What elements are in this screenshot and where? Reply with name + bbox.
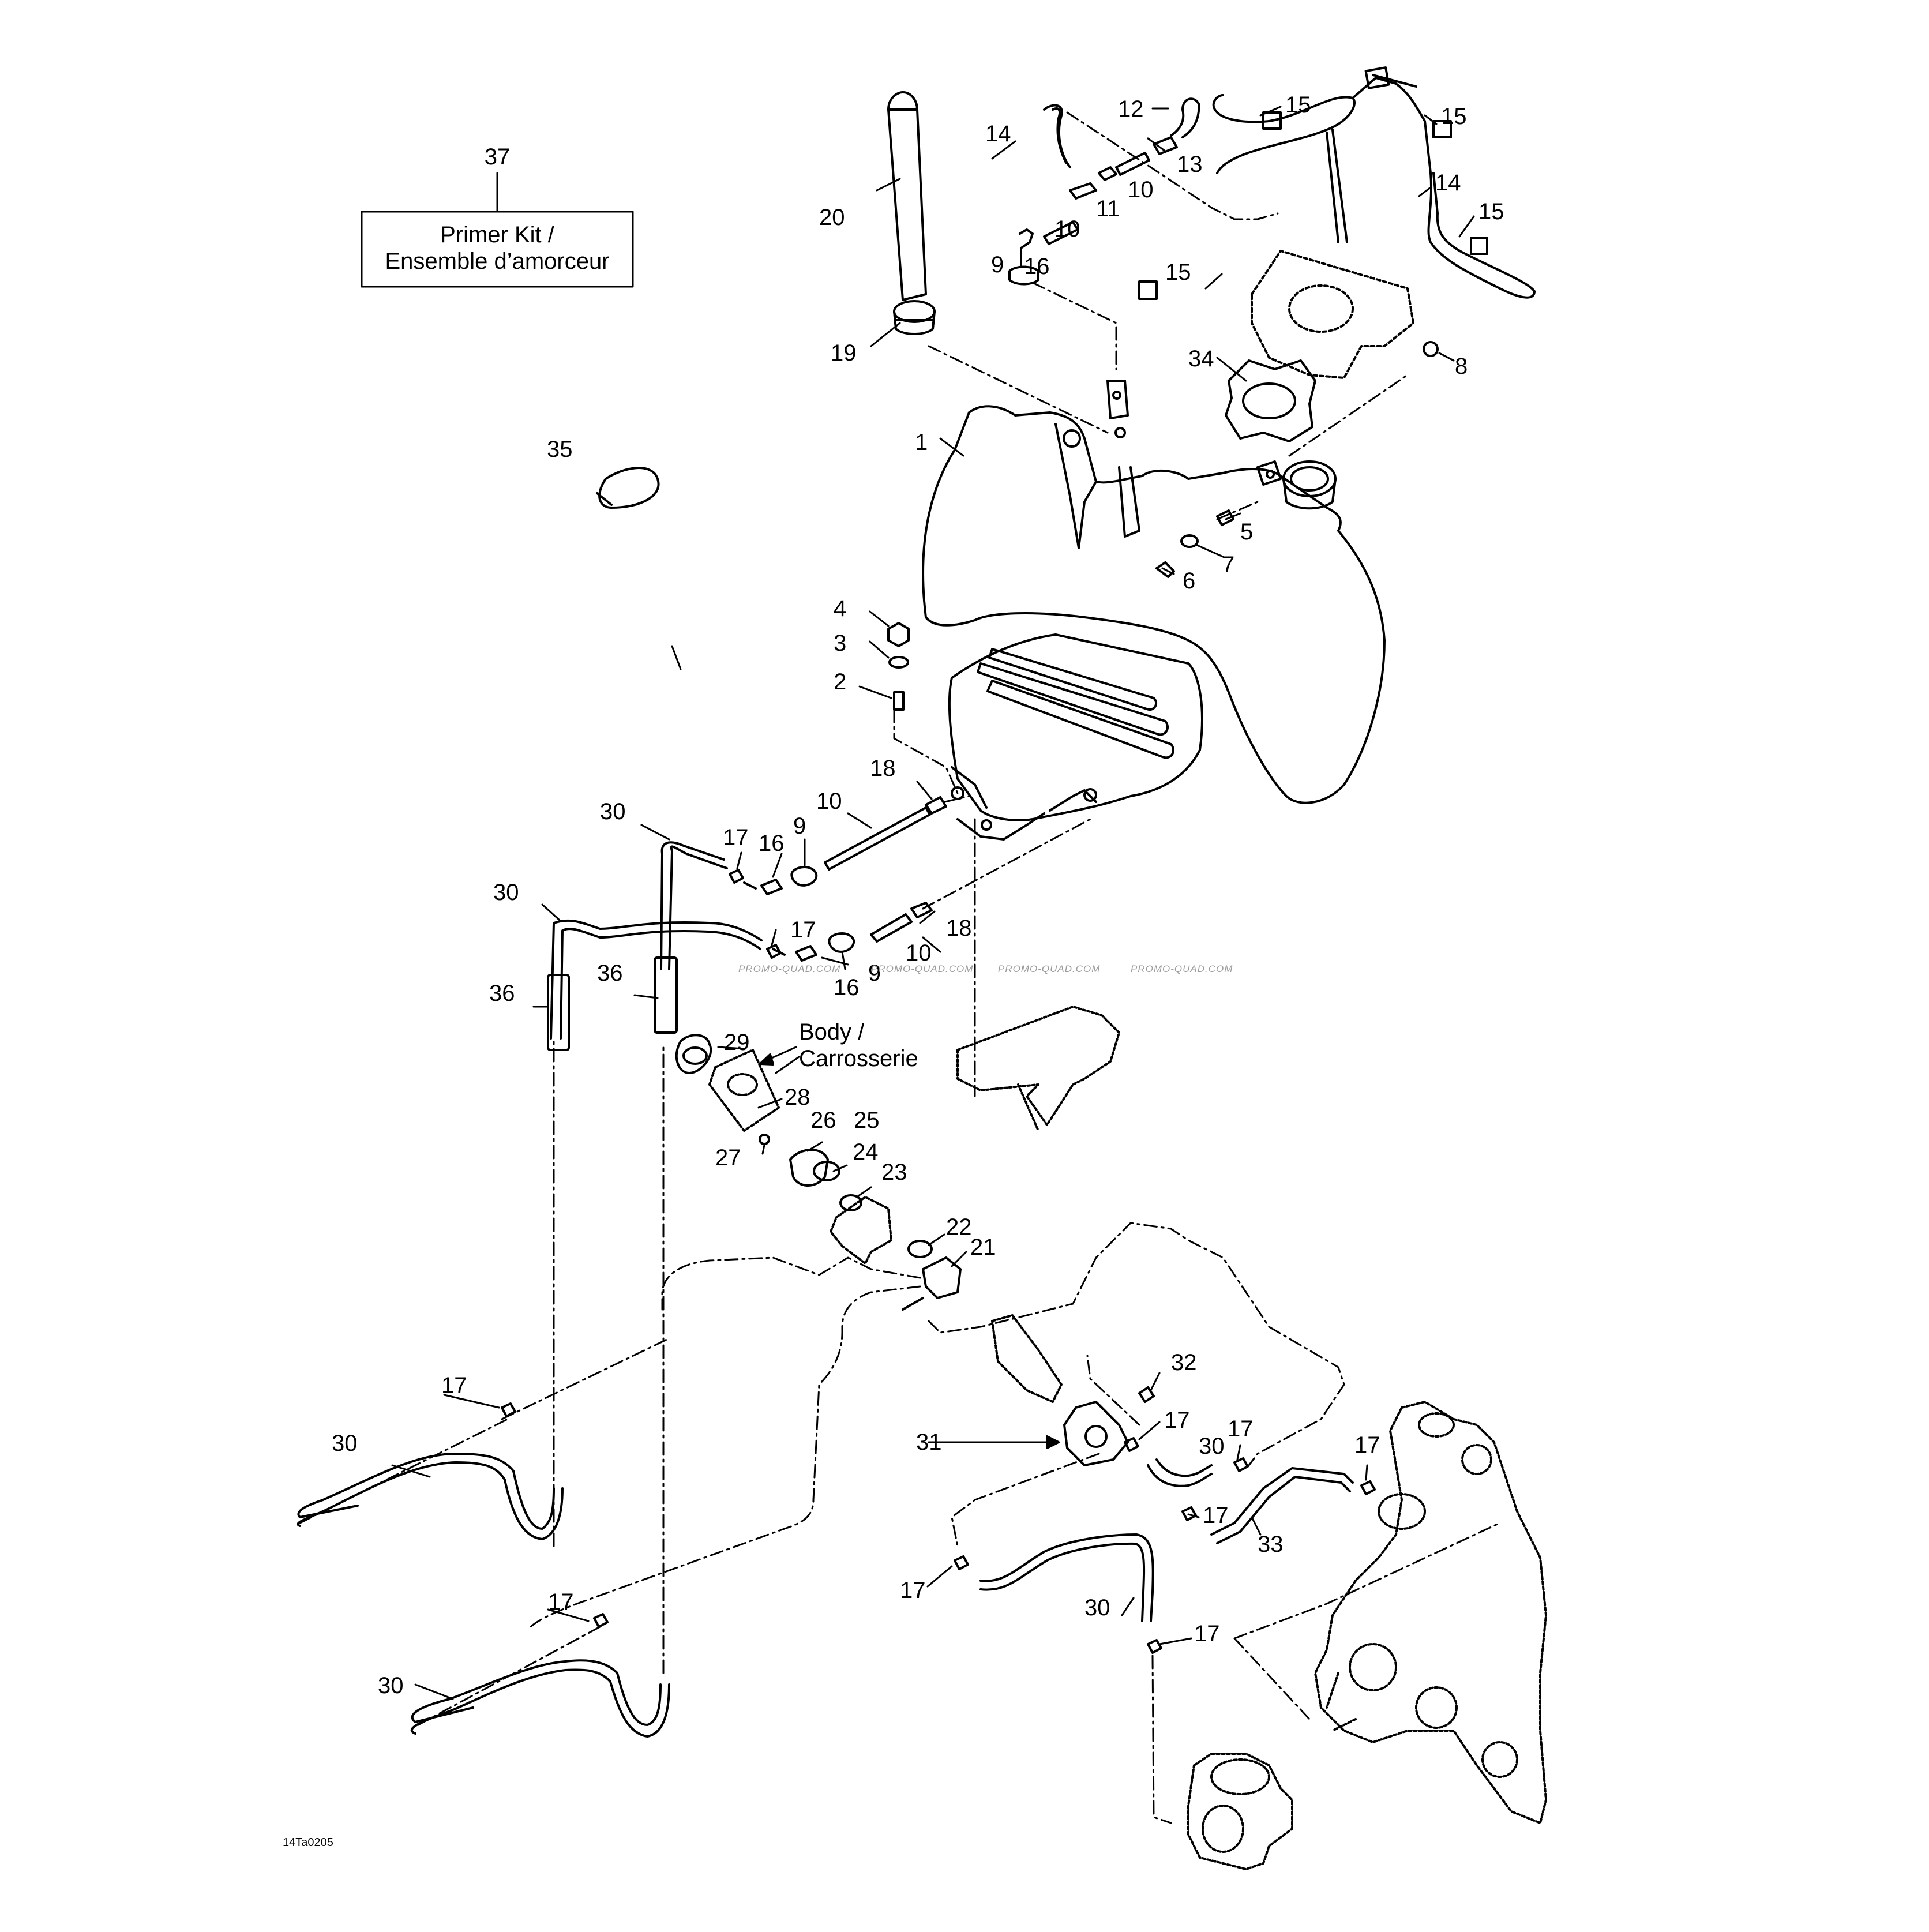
label-17-g: 17 bbox=[1354, 1432, 1380, 1458]
label-10-mid-a: 10 bbox=[816, 789, 842, 814]
primer-components bbox=[675, 1034, 962, 1311]
label-7: 7 bbox=[1222, 552, 1234, 577]
fuel-tank bbox=[922, 380, 1386, 841]
watermarks: PROMO-QUAD.COM PROMO-QUAD.COM PROMO-QUAD… bbox=[738, 963, 1233, 974]
label-30-e: 30 bbox=[1199, 1434, 1225, 1459]
top-connectors bbox=[1008, 97, 1200, 286]
pump-pointer-arrow bbox=[1046, 1435, 1060, 1449]
label-30-f: 30 bbox=[1084, 1595, 1110, 1620]
label-36-b: 36 bbox=[489, 981, 515, 1006]
label-9-mid-b: 9 bbox=[868, 961, 881, 986]
top-cover bbox=[1251, 250, 1414, 379]
label-5: 5 bbox=[1240, 519, 1253, 545]
engine bbox=[1314, 1401, 1547, 1824]
body-pointer-arrow bbox=[759, 1046, 797, 1066]
fuel-cap bbox=[1225, 359, 1316, 442]
label-30-a: 30 bbox=[600, 799, 626, 824]
label-19: 19 bbox=[831, 340, 857, 366]
label-17-a: 17 bbox=[723, 825, 749, 850]
tank-fasteners bbox=[887, 509, 1234, 711]
label-21: 21 bbox=[970, 1235, 996, 1260]
label-22: 22 bbox=[946, 1214, 972, 1240]
label-32: 32 bbox=[1171, 1350, 1197, 1375]
label-10-top-a: 10 bbox=[1128, 177, 1154, 202]
watermark-2: PROMO-QUAD.COM bbox=[871, 963, 973, 974]
label-9-mid-a: 9 bbox=[793, 813, 806, 839]
primer-kit-title: Primer Kit / bbox=[440, 222, 555, 247]
label-17-c: 17 bbox=[441, 1373, 467, 1398]
label-6: 6 bbox=[1183, 568, 1195, 594]
label-16-top: 16 bbox=[1024, 254, 1050, 279]
fuel-pump bbox=[991, 1314, 1155, 1466]
label-17-f: 17 bbox=[1228, 1416, 1254, 1442]
watermark-1: PROMO-QUAD.COM bbox=[738, 963, 840, 974]
label-4: 4 bbox=[834, 596, 846, 621]
body-panel bbox=[956, 1006, 1120, 1132]
label-10-mid-b: 10 bbox=[906, 940, 932, 966]
label-30-b: 30 bbox=[493, 880, 519, 905]
label-18-b: 18 bbox=[946, 916, 972, 941]
label-11: 11 bbox=[1096, 196, 1120, 222]
label-16-mid-a: 16 bbox=[759, 831, 785, 856]
label-15-b: 15 bbox=[1441, 104, 1467, 129]
hose-clamps bbox=[501, 869, 1376, 1654]
label-8: 8 bbox=[1455, 354, 1468, 379]
label-30-c: 30 bbox=[332, 1431, 358, 1456]
label-17-j: 17 bbox=[1194, 1621, 1220, 1646]
carburetor bbox=[1187, 1753, 1293, 1870]
clamp bbox=[596, 467, 660, 509]
label-25: 25 bbox=[854, 1108, 880, 1133]
figure-code: 14Ta0205 bbox=[283, 1836, 333, 1849]
label-1: 1 bbox=[915, 430, 928, 455]
primer-kit-subtitle: Ensemble d’amorceur bbox=[385, 249, 609, 274]
label-17-b: 17 bbox=[790, 917, 816, 943]
label-9-top: 9 bbox=[991, 252, 1004, 277]
primer-kit-box bbox=[361, 172, 634, 288]
label-17-h: 17 bbox=[1203, 1503, 1229, 1528]
label-34: 34 bbox=[1188, 346, 1214, 372]
middle-fittings bbox=[743, 796, 947, 962]
pump-hoses bbox=[979, 1458, 1354, 1622]
label-20: 20 bbox=[819, 205, 845, 230]
body-note-line2: Carrosserie bbox=[799, 1046, 918, 1071]
label-17-e: 17 bbox=[1164, 1408, 1190, 1433]
assembly-lines bbox=[299, 111, 1501, 1824]
label-14-right: 14 bbox=[1435, 170, 1461, 196]
label-18-a: 18 bbox=[870, 756, 896, 781]
label-35: 35 bbox=[547, 437, 573, 462]
label-15-c: 15 bbox=[1478, 199, 1504, 224]
label-15-a: 15 bbox=[1285, 92, 1311, 118]
fuel-gauge-tube bbox=[887, 91, 936, 335]
label-33: 33 bbox=[1258, 1532, 1284, 1557]
label-23: 23 bbox=[881, 1160, 907, 1185]
watermark-4: PROMO-QUAD.COM bbox=[1131, 963, 1233, 974]
label-36-a: 36 bbox=[597, 961, 623, 986]
label-13: 13 bbox=[1177, 152, 1203, 177]
label-31: 31 bbox=[916, 1430, 942, 1455]
label-3: 3 bbox=[834, 631, 846, 656]
vent-hose bbox=[1138, 66, 1536, 300]
leader-lines bbox=[391, 106, 1475, 1700]
label-30-d: 30 bbox=[378, 1673, 404, 1698]
label-29: 29 bbox=[724, 1030, 750, 1055]
label-17-d: 17 bbox=[548, 1589, 574, 1615]
label-37: 37 bbox=[485, 144, 511, 170]
label-14-top: 14 bbox=[985, 121, 1011, 147]
label-28: 28 bbox=[785, 1085, 810, 1110]
label-17-i: 17 bbox=[900, 1578, 926, 1603]
label-12: 12 bbox=[1118, 96, 1144, 122]
label-10-top-b: 10 bbox=[1054, 216, 1080, 242]
label-2: 2 bbox=[834, 669, 846, 695]
body-note-line1: Body / bbox=[799, 1019, 865, 1045]
primer-hoses-left bbox=[547, 841, 763, 1051]
part-number-labels: 1 2 3 4 5 6 7 8 9 9 9 10 10 10 10 11 12 … bbox=[332, 92, 1504, 1698]
label-26: 26 bbox=[810, 1108, 836, 1133]
watermark-3: PROMO-QUAD.COM bbox=[998, 963, 1100, 974]
label-24: 24 bbox=[853, 1139, 879, 1165]
label-27: 27 bbox=[715, 1145, 741, 1171]
label-16-mid-b: 16 bbox=[834, 975, 860, 1000]
label-15-d: 15 bbox=[1165, 260, 1191, 285]
